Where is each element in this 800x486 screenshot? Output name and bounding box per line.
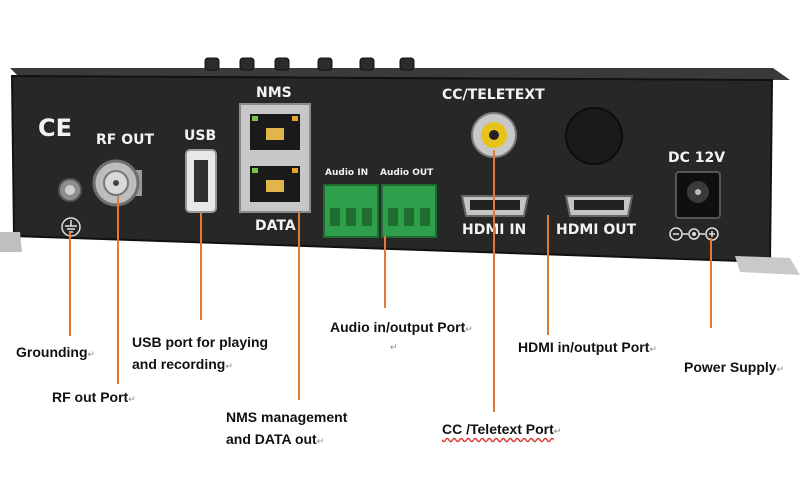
callout-nms: NMS management and DATA out↵ bbox=[226, 409, 348, 447]
label-dc-12v: DC 12V bbox=[668, 150, 726, 166]
label-data: DATA bbox=[255, 218, 296, 234]
label-audio-out: Audio OUT bbox=[380, 168, 434, 178]
leader-hdmi bbox=[547, 215, 549, 335]
leader-power bbox=[710, 238, 712, 328]
label-audio-in: Audio IN bbox=[325, 168, 369, 178]
leader-grounding bbox=[69, 232, 71, 336]
paragraph-mark: ↵ bbox=[390, 342, 398, 352]
leader-audio bbox=[384, 236, 386, 308]
callout-cc-port: CC /Teletext Port↵ bbox=[442, 421, 562, 437]
callout-audio-port: Audio in/output Port↵ bbox=[330, 319, 473, 335]
leader-rf-out bbox=[117, 196, 119, 384]
label-cc-teletext: CC/TELETEXT bbox=[442, 87, 545, 103]
dc-polarity-icon bbox=[669, 227, 719, 241]
device-chassis bbox=[0, 57, 800, 275]
callout-rf-out-port: RF out Port↵ bbox=[52, 389, 136, 405]
ce-mark: CE bbox=[38, 114, 73, 142]
label-nms: NMS bbox=[256, 85, 292, 101]
callout-usb-port: USB port for playing and recording↵ bbox=[132, 334, 269, 372]
leader-usb bbox=[200, 212, 202, 320]
ground-symbol-icon bbox=[61, 217, 81, 237]
leader-cc bbox=[493, 150, 495, 412]
callout-power-supply: Power Supply↵ bbox=[684, 359, 785, 375]
leader-nms bbox=[298, 212, 300, 400]
callout-grounding: Grounding↵ bbox=[16, 344, 96, 360]
label-hdmi-out: HDMI OUT bbox=[556, 222, 637, 238]
label-rf-out: RF OUT bbox=[96, 132, 155, 148]
callout-hdmi-port: HDMI in/output Port↵ bbox=[518, 339, 657, 355]
label-usb: USB bbox=[184, 128, 217, 144]
